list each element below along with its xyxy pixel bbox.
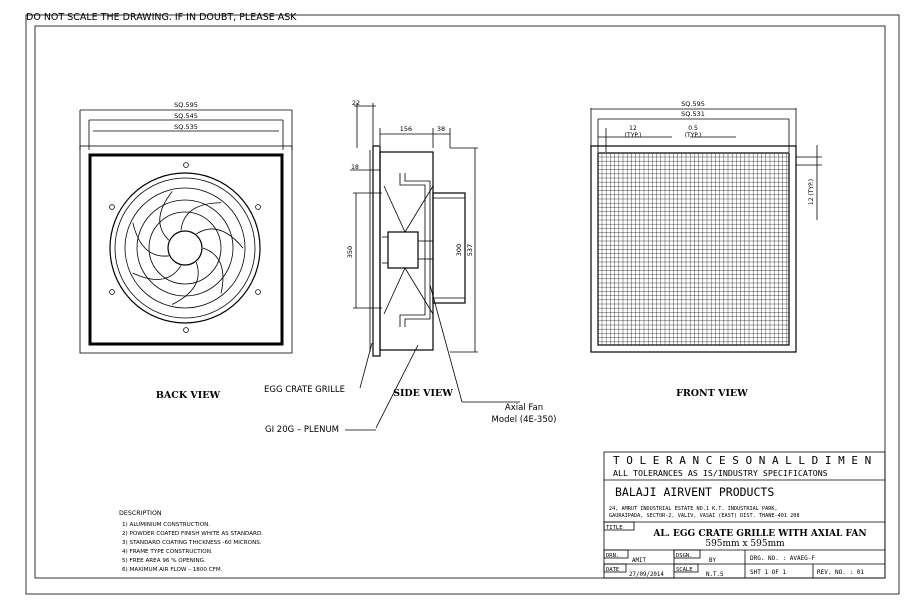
description-item-1: 1) ALUMINIUM CONSTRUCTION.	[122, 522, 210, 528]
axial-fan-callout-1: Axial Fan	[505, 403, 543, 413]
title-label: TITLE	[606, 525, 623, 531]
fan-blade	[132, 265, 182, 280]
front-dim-12: 12	[629, 125, 637, 132]
front-dim-595: SQ.595	[681, 100, 705, 108]
title-block: T O L E R A N C E S O N A L L D I M E N …	[603, 451, 886, 579]
fan-blade	[180, 202, 222, 231]
front-dim-typ-1: (TYP.)	[625, 132, 642, 139]
plenum-callout: GI 20G – PLENUM	[265, 425, 339, 435]
title-line-1: AL. EGG CRATE GRILLE WITH AXIAL FAN	[652, 529, 866, 539]
side-dim-156: 156	[400, 125, 412, 133]
fan-blade	[132, 222, 169, 257]
side-dim-18: 18	[351, 164, 359, 171]
front-dim-05: 0.5	[688, 125, 698, 132]
revision-number: REV. NO. : 01	[817, 569, 864, 576]
fan-blade	[202, 247, 224, 294]
date-value: 27/09/2014	[629, 572, 664, 578]
description-item-6: 6) MAXIMUM AIR FLOW – 1800 CFM.	[122, 567, 223, 573]
back-view-label: BACK VIEW	[156, 390, 221, 401]
drg-no: DRG. NO. : AVAEG-F	[750, 555, 815, 562]
company-address-2: GAURAIPADA, SECTOR-2, VALIV, VASAI (EAST…	[609, 513, 800, 519]
description-item-3: 3) STANDARD COATING THICKNESS -60 MICRON…	[122, 540, 262, 546]
egg-crate-callout: EGG CRATE GRILLE	[264, 385, 345, 395]
side-view-label: SIDE VIEW	[393, 388, 453, 399]
side-dim-38: 38	[437, 125, 445, 133]
back-dim-535: SQ.535	[174, 123, 198, 131]
dsgn-label: DSGN.	[676, 553, 693, 559]
front-view: SQ.595 SQ.531 12 (TYP.) 0.5 (TYP.) 12 (T…	[590, 100, 822, 353]
inner-border	[34, 25, 886, 579]
back-dim-595: SQ.595	[174, 101, 198, 109]
outer-border	[25, 14, 900, 595]
company-address-1: 24, AMRUT INDUSTRIAL ESTATE NO.1 K.T. IN…	[609, 506, 778, 512]
front-dim-vert: 12 (TYP.)	[808, 179, 815, 205]
drn-label: DRN.	[606, 553, 619, 559]
fan-blade	[159, 191, 173, 241]
side-dim-537: 537	[466, 244, 474, 256]
side-dim-22: 22	[352, 99, 360, 107]
side-view: 22 156 38 18 350 300	[346, 99, 520, 429]
sheet-number: SHT 1 OF 1	[750, 569, 787, 576]
back-view: SQ.595 SQ.545 SQ.535	[79, 101, 293, 354]
scale-value: N.T.S	[706, 572, 724, 578]
front-dim-531: SQ.531	[681, 110, 705, 118]
tolerances-text: ALL TOLERANCES AS IS/INDUSTRY SPECIFICAT…	[613, 468, 828, 478]
side-dim-300: 300	[455, 244, 463, 256]
description-item-4: 4) FRAME TYPE CONSTRUCTION.	[122, 549, 213, 555]
description-item-2: 2) POWDER COATED FINISH WHITE AS STANDAR…	[122, 531, 263, 537]
company-name: BALAJI AIRVENT PRODUCTS	[615, 485, 774, 499]
description-title: DESCRIPTION	[119, 510, 162, 517]
front-view-label: FRONT VIEW	[676, 388, 748, 399]
header-note: DO NOT SCALE THE DRAWING. IF IN DOUBT, P…	[26, 12, 297, 23]
axial-fan-callout-2: Model (4E-350)	[492, 415, 557, 425]
description-item-5: 5) FREE AREA 96 % OPENING.	[122, 558, 206, 564]
back-dim-545: SQ.545	[174, 112, 198, 120]
side-dim-350: 350	[346, 246, 354, 258]
tolerances-heading: T O L E R A N C E S O N A L L D I M E N	[613, 454, 871, 467]
front-dim-typ-2: (TYP.)	[685, 132, 702, 139]
description: DESCRIPTION 1) ALUMINIUM CONSTRUCTION. 2…	[119, 510, 263, 573]
fan-blade	[171, 261, 199, 305]
fan-blade	[196, 228, 244, 249]
dsgn-value: BY	[709, 558, 716, 564]
drn-value: AMIT	[632, 558, 646, 564]
title-line-2: 595mm x 595mm	[705, 539, 785, 549]
date-label: DATE	[606, 567, 619, 573]
scale-label: SCALE	[676, 567, 693, 573]
